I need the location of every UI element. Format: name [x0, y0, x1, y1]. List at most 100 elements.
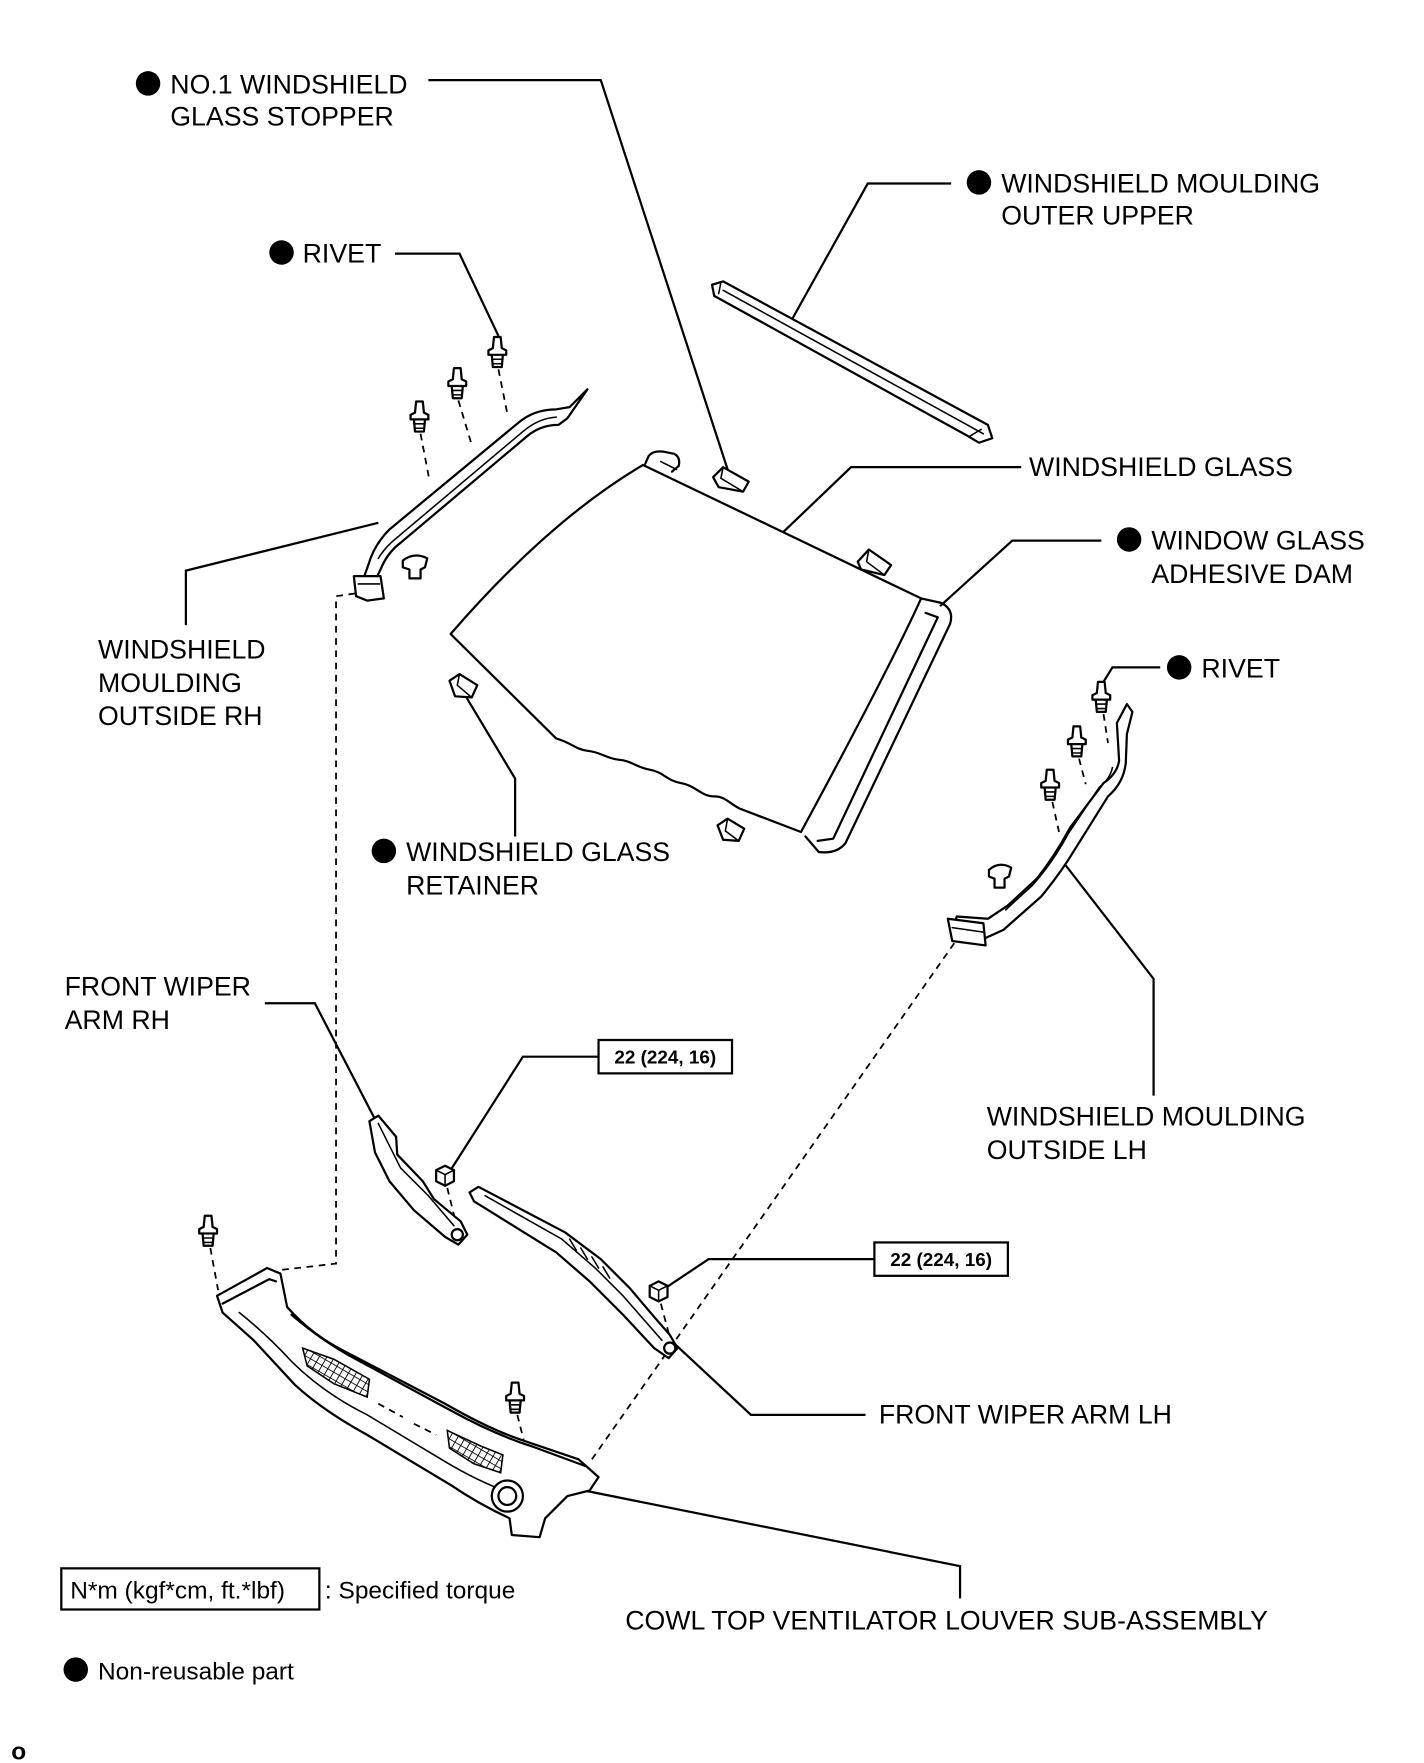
- label-cowl-louver-line-1: COWL TOP VENTILATOR LOUVER SUB-ASSEMBLY: [625, 1606, 1268, 1636]
- moulding-outside-rh-bracket: [352, 575, 385, 602]
- rivet-lh-1-ridges: [1094, 703, 1108, 710]
- torque-box-lh-frame: [873, 1241, 1009, 1277]
- moulding-outer-upper-edge: [717, 281, 985, 437]
- cowl-clip-right-body: [505, 1381, 526, 1414]
- nut-rh-facets: [435, 1169, 455, 1187]
- rivet-rh-2: [447, 367, 468, 400]
- dash-rivet-lh-2: [1078, 758, 1087, 785]
- glass-spacer-body: [856, 548, 893, 577]
- rivet-rh-3-ridges: [413, 423, 426, 430]
- nut-lh-facets: [648, 1285, 669, 1303]
- moulding-outer-upper-part: [710, 280, 994, 444]
- label-glass-stopper-line-2: GLASS STOPPER: [170, 102, 393, 132]
- label-glass-retainer-line-2: RETAINER: [406, 870, 539, 900]
- glass-retainer-left-body: [448, 672, 479, 699]
- moulding-outside-rh-part: [352, 388, 589, 602]
- wiper-arm-rh-rib: [377, 1122, 455, 1227]
- label-moulding-outside-lh-line-2: OUTSIDE LH: [987, 1135, 1147, 1165]
- adhesive-dam-inner: [816, 611, 939, 843]
- rivet-lh-3: [1040, 768, 1061, 801]
- label-cowl-louver: COWL TOP VENTILATOR LOUVER SUB-ASSEMBLY: [625, 1606, 1268, 1636]
- dash-rivet-lh-3: [1051, 801, 1060, 833]
- legend-torque-box: [60, 1567, 321, 1611]
- assembly-dashed-lines: [209, 369, 1109, 1460]
- leader-wiper-arm-lh: [670, 1339, 866, 1416]
- rh-moulding-clip-body: [401, 554, 429, 580]
- label-moulding-outside-lh: WINDSHIELD MOULDING OUTSIDE LH: [987, 1102, 1306, 1165]
- leader-adhesive-dam: [939, 539, 1102, 608]
- non-reusable-bullet-icon: [1166, 655, 1192, 680]
- cowl-clip-left-body: [198, 1214, 219, 1247]
- windshield-glass-tab-edge: [660, 460, 678, 471]
- label-adhesive-dam-line-1: WINDOW GLASS: [1151, 525, 1365, 555]
- glass-spacer-part: [856, 548, 893, 577]
- leader-wiper-arm-rh: [264, 1002, 380, 1127]
- windshield-glass-part: [449, 450, 923, 834]
- non-reusable-bullet-icon: [269, 240, 294, 265]
- cowl-clip-left: [198, 1214, 219, 1247]
- dash-cowl-to-lh-moulding: [591, 936, 960, 1460]
- rivet-lh-1: [1091, 680, 1112, 713]
- torque-box-rh-frame: [597, 1038, 734, 1075]
- corner-mark: o: [11, 1739, 26, 1763]
- label-wiper-arm-lh: FRONT WIPER ARM LH: [879, 1400, 1172, 1430]
- wiper-arm-lh-body: [468, 1185, 679, 1360]
- leader-cowl-louver: [583, 1489, 962, 1599]
- rivet-rh-2-ridges: [450, 389, 464, 396]
- label-rivet-lh: RIVET: [1166, 653, 1280, 683]
- moulding-outside-lh-groove: [1004, 766, 1114, 911]
- glass-retainer-bottom-part: [716, 817, 746, 843]
- label-rivet-rh: RIVET: [269, 239, 381, 269]
- dash-rivet-rh-2: [457, 400, 473, 446]
- label-wiper-arm-rh-line-2: ARM RH: [65, 1005, 170, 1035]
- glass-retainer-left-part: [448, 672, 479, 699]
- glass-retainer-bottom-body: [716, 817, 746, 843]
- non-reusable-bullet-icon: [63, 1657, 88, 1682]
- cowl-clip-right: [505, 1381, 526, 1414]
- windshield-glass-outline: [449, 463, 923, 834]
- label-wiper-arm-rh-line-1: FRONT WIPER: [65, 972, 251, 1002]
- label-glass-retainer: WINDSHIELD GLASS RETAINER: [371, 837, 670, 900]
- cowl-clip-left-ridges: [201, 1237, 215, 1244]
- label-wiper-arm-lh-line-1: FRONT WIPER ARM LH: [879, 1400, 1172, 1430]
- leader-rivet-lh: [1102, 666, 1161, 683]
- legend-non-reusable-text: Non-reusable part: [98, 1659, 294, 1686]
- leader-torque-lh: [664, 1258, 875, 1289]
- glass-retainer-bottom-edge: [724, 817, 740, 842]
- rivet-rh-3: [409, 400, 430, 433]
- rivet-rh-2-body: [447, 367, 468, 400]
- dash-cowl-clip-left: [209, 1247, 220, 1291]
- glass-stopper-edge: [720, 466, 744, 493]
- moulding-outside-lh-body: [951, 702, 1134, 943]
- label-glass-retainer-line-1: WINDSHIELD GLASS: [406, 837, 670, 867]
- cowl-louver-inner-contour: [238, 1311, 511, 1494]
- label-moulding-outer-upper-line-1: WINDSHIELD MOULDING: [1001, 168, 1320, 198]
- rivet-lh-2-ridges: [1070, 747, 1084, 754]
- leader-torque-rh: [449, 1055, 599, 1171]
- cowl-louver-grille-left: [301, 1346, 371, 1399]
- wiper-arm-rh-part: [368, 1114, 469, 1246]
- wiper-arm-lh-teeth: [568, 1238, 611, 1279]
- label-moulding-outside-rh-line-3: OUTSIDE RH: [98, 701, 263, 731]
- wiper-arm-rh-pivot: [450, 1227, 464, 1242]
- label-rivet-lh-line-1: RIVET: [1201, 653, 1280, 683]
- leader-moulding-outer-upper: [791, 182, 952, 320]
- torque-box-rh: 22 (224, 16): [597, 1038, 734, 1075]
- cowl-louver-drain-hole: [490, 1479, 525, 1513]
- nut-lh: [648, 1280, 669, 1303]
- rivet-lh-3-body: [1040, 768, 1061, 801]
- leader-moulding-outside-rh: [184, 521, 379, 626]
- glass-retainer-left-edge: [456, 673, 473, 699]
- rivet-rh-1-ridges: [490, 358, 504, 365]
- cowl-louver-hidden-edge: [377, 1402, 437, 1436]
- label-windshield-glass: WINDSHIELD GLASS: [1029, 452, 1293, 482]
- dash-rivet-rh-1: [497, 369, 509, 414]
- non-reusable-bullet-icon: [966, 170, 992, 195]
- non-reusable-bullet-icon: [371, 838, 397, 864]
- moulding-outside-lh-bracket: [946, 917, 987, 947]
- label-moulding-outside-rh: WINDSHIELD MOULDING OUTSIDE RH: [98, 634, 266, 731]
- rivet-lh-2-body: [1066, 725, 1087, 758]
- torque-box-lh-value: 22 (224, 16): [890, 1250, 992, 1271]
- adhesive-dam-part: [804, 597, 953, 854]
